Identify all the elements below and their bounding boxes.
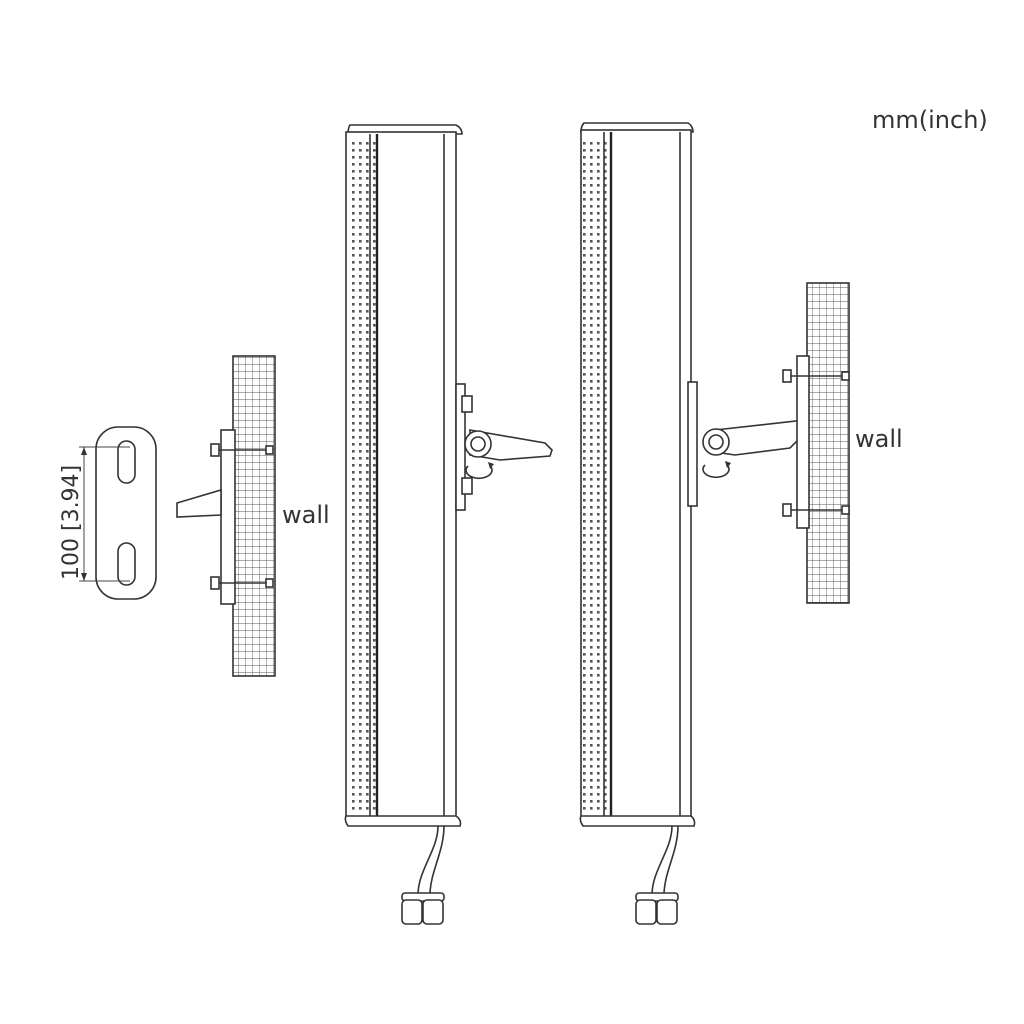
wall-label-right: wall bbox=[855, 425, 903, 453]
column-speaker-right bbox=[579, 122, 696, 925]
wall-label-left: wall bbox=[282, 501, 330, 529]
swivel-bracket-left bbox=[455, 383, 553, 511]
wall-bracket-right bbox=[782, 355, 850, 529]
wall-left bbox=[232, 355, 276, 677]
wall-right bbox=[806, 282, 850, 604]
wall-bracket-left bbox=[176, 429, 274, 605]
dimension-marker: 100 [3.94] bbox=[59, 446, 130, 582]
units-label: mm(inch) bbox=[872, 106, 988, 134]
column-speaker-left bbox=[344, 124, 463, 925]
dimension-label: 100 [3.94] bbox=[59, 465, 84, 580]
mounting-plate bbox=[95, 426, 157, 600]
swivel-bracket-right bbox=[687, 381, 812, 507]
